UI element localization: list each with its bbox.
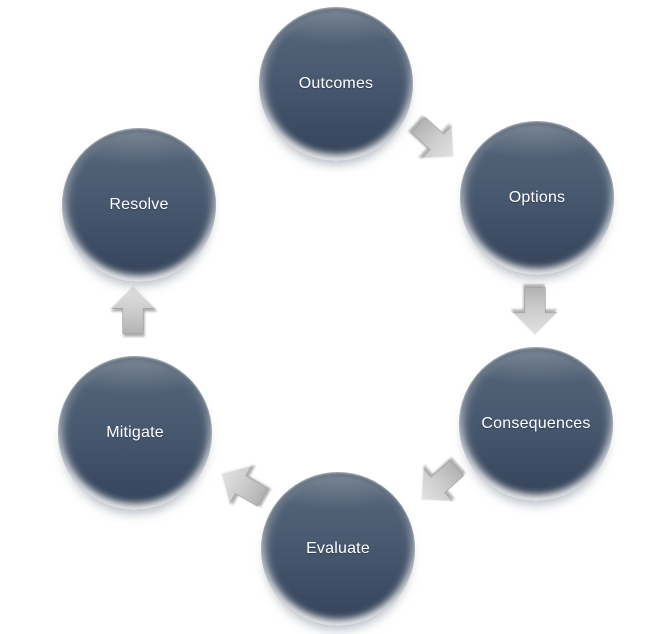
cycle-node-label: Resolve xyxy=(109,196,169,213)
cycle-node-mitigate: Mitigate xyxy=(58,356,212,510)
cycle-node-label: Consequences xyxy=(481,415,591,432)
cycle-node-resolve: Resolve xyxy=(62,128,216,282)
cycle-node-label: Mitigate xyxy=(106,424,164,441)
cycle-node-evaluate: Evaluate xyxy=(261,472,415,626)
arrow-options-to-consequences-icon xyxy=(507,282,563,338)
arrow-mitigate-to-resolve-icon xyxy=(105,283,161,339)
cycle-node-label: Evaluate xyxy=(306,540,370,557)
cycle-node-options: Options xyxy=(460,121,614,275)
cycle-node-outcomes: Outcomes xyxy=(259,7,413,161)
cycle-node-consequences: Consequences xyxy=(459,347,613,501)
cycle-node-label: Outcomes xyxy=(298,75,374,92)
cycle-node-label: Options xyxy=(508,189,566,206)
